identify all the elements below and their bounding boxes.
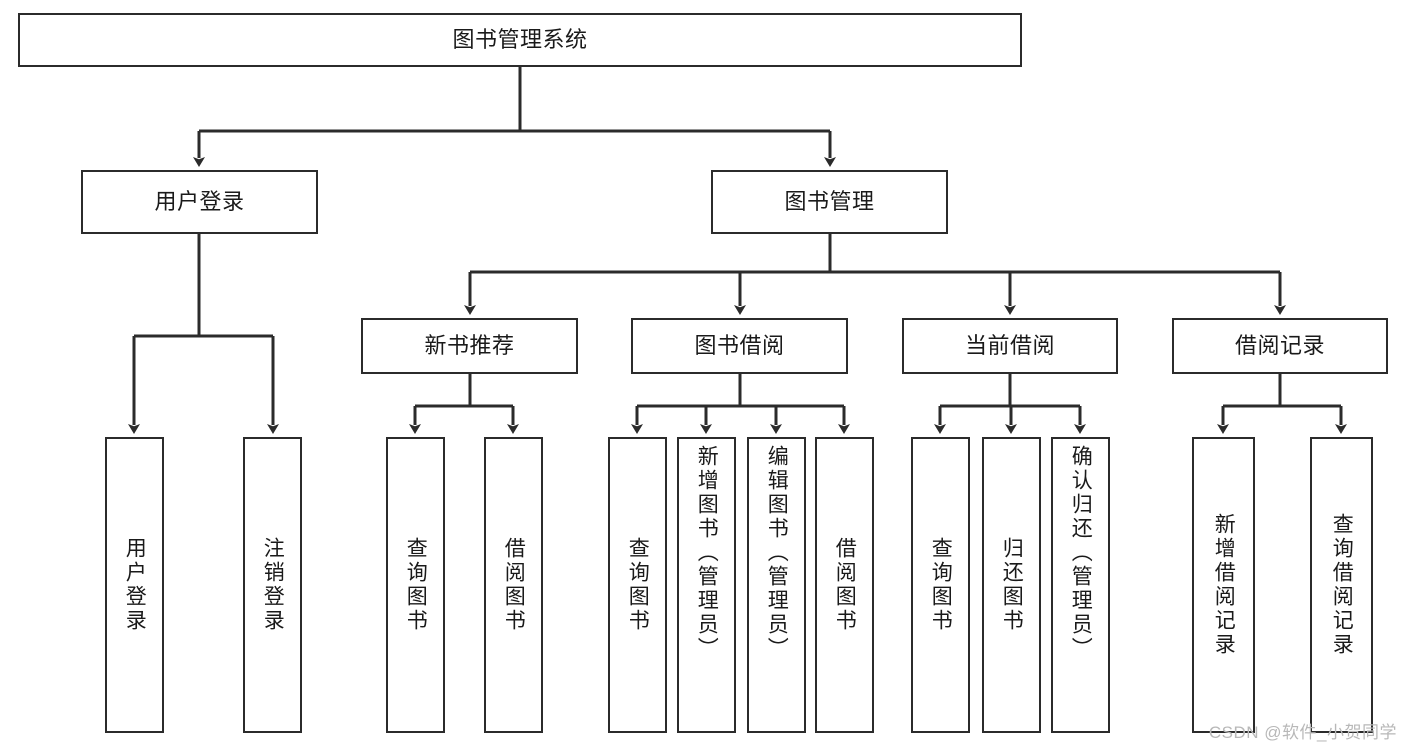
node-leaf-add-book-admin-label: 新增图书（管理员） [695, 445, 719, 661]
node-leaf-borrow-book-1-label: 借阅图书 [502, 537, 526, 633]
node-borrow-record-label: 借阅记录 [1234, 332, 1325, 358]
node-book-borrow[interactable]: 图书借阅 [631, 318, 848, 374]
node-leaf-query-book-1[interactable]: 查询图书 [386, 437, 445, 733]
node-leaf-query-book-3[interactable]: 查询图书 [911, 437, 970, 733]
node-leaf-add-book-admin[interactable]: 新增图书（管理员） [677, 437, 736, 733]
node-leaf-user-login-label: 用户登录 [123, 537, 147, 633]
node-leaf-confirm-return-admin[interactable]: 确认归还（管理员） [1051, 437, 1110, 733]
node-leaf-query-book-2-label: 查询图书 [626, 537, 650, 633]
node-new-book-recommend-label: 新书推荐 [424, 332, 515, 358]
node-book-manage-label: 图书管理 [784, 188, 875, 214]
node-leaf-confirm-return-admin-label: 确认归还（管理员） [1069, 445, 1093, 661]
node-leaf-query-borrow-record[interactable]: 查询借阅记录 [1310, 437, 1373, 733]
node-leaf-borrow-book-2[interactable]: 借阅图书 [815, 437, 874, 733]
node-borrow-record[interactable]: 借阅记录 [1172, 318, 1388, 374]
node-leaf-return-book-label: 归还图书 [1000, 537, 1024, 633]
node-root-label: 图书管理系统 [452, 26, 588, 52]
node-leaf-query-book-3-label: 查询图书 [929, 537, 953, 633]
node-user-login[interactable]: 用户登录 [81, 170, 318, 234]
node-leaf-query-book-1-label: 查询图书 [404, 537, 428, 633]
node-leaf-edit-book-admin[interactable]: 编辑图书（管理员） [747, 437, 806, 733]
node-leaf-query-borrow-record-label: 查询借阅记录 [1330, 513, 1354, 657]
node-leaf-add-borrow-record[interactable]: 新增借阅记录 [1192, 437, 1255, 733]
node-current-borrow[interactable]: 当前借阅 [902, 318, 1118, 374]
node-current-borrow-label: 当前借阅 [964, 332, 1055, 358]
node-leaf-return-book[interactable]: 归还图书 [982, 437, 1041, 733]
node-leaf-borrow-book-2-label: 借阅图书 [833, 537, 857, 633]
node-leaf-user-login[interactable]: 用户登录 [105, 437, 164, 733]
node-leaf-query-book-2[interactable]: 查询图书 [608, 437, 667, 733]
node-leaf-borrow-book-1[interactable]: 借阅图书 [484, 437, 543, 733]
node-leaf-edit-book-admin-label: 编辑图书（管理员） [765, 445, 789, 661]
csdn-watermark: CSDN @软件_小贺同学 [1208, 723, 1397, 742]
node-book-manage[interactable]: 图书管理 [711, 170, 948, 234]
node-user-login-label: 用户登录 [154, 188, 245, 214]
node-book-borrow-label: 图书借阅 [694, 332, 785, 358]
node-new-book-recommend[interactable]: 新书推荐 [361, 318, 578, 374]
node-leaf-add-borrow-record-label: 新增借阅记录 [1212, 513, 1236, 657]
node-root[interactable]: 图书管理系统 [18, 13, 1022, 67]
node-leaf-logout-login-label: 注销登录 [261, 537, 285, 633]
node-leaf-logout-login[interactable]: 注销登录 [243, 437, 302, 733]
